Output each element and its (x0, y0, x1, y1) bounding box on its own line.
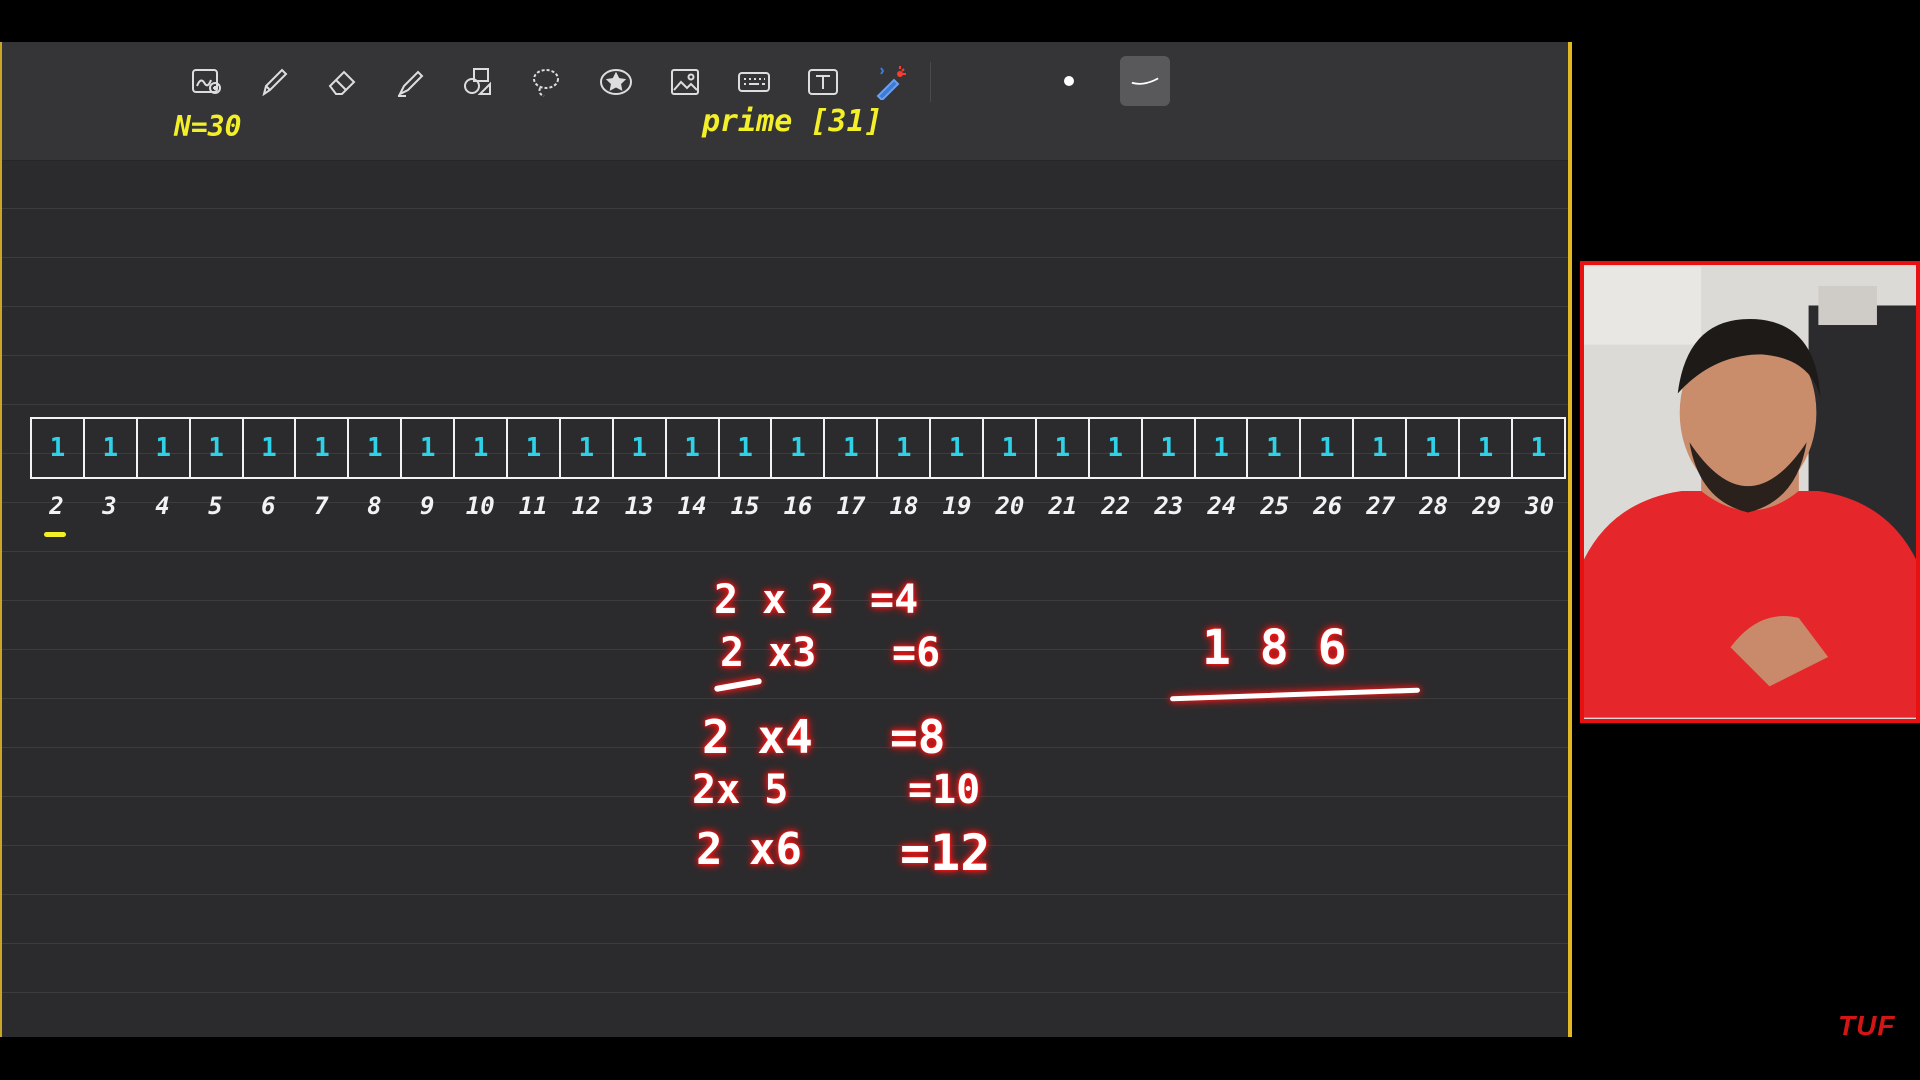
array-index: 10 (465, 492, 495, 520)
multiplication-expr: 2x 5 (692, 767, 789, 813)
array-index: 3 (102, 492, 117, 520)
array-cell: 1 (296, 419, 350, 477)
array-index: 14 (677, 492, 707, 520)
array-index: 18 (889, 492, 919, 520)
array-cell: 1 (1301, 419, 1355, 477)
laser-pointer-icon[interactable] (868, 60, 912, 104)
sieve-array: 1 1 1 1 1 1 1 1 1 1 1 1 1 1 1 1 1 1 1 1 … (30, 417, 1566, 479)
array-cell: 1 (349, 419, 403, 477)
stroke-style-button[interactable] (1120, 56, 1170, 106)
array-cell: 1 (984, 419, 1037, 477)
array-cell: 1 (1196, 419, 1249, 477)
array-index: 16 (783, 492, 813, 520)
channel-watermark: TUF (1838, 1010, 1896, 1041)
array-index: 24 (1207, 492, 1237, 520)
multiplication-expr: 2 x 2 (714, 577, 835, 623)
array-cell: 1 (508, 419, 561, 477)
array-index: 4 (155, 492, 170, 520)
highlighter-icon[interactable] (388, 60, 432, 104)
multiplication-result: =10 (908, 767, 981, 813)
webcam-overlay (1580, 261, 1920, 723)
array-cell: 1 (1354, 419, 1408, 477)
notes-canvas[interactable]: N=30 prime [31] 1 1 1 1 1 1 1 1 1 1 1 1 … (0, 42, 1572, 1037)
array-cell: 1 (402, 419, 456, 477)
toolbar-separator (930, 62, 931, 102)
array-cell: 1 (1037, 419, 1090, 477)
array-index: 5 (208, 492, 223, 520)
multiplication-result: =12 (900, 824, 991, 882)
array-index: 28 (1419, 492, 1449, 520)
text-icon[interactable] (801, 60, 845, 104)
array-cell: 1 (667, 419, 720, 477)
array-cell: 1 (244, 419, 297, 477)
array-cell: 1 (1090, 419, 1143, 477)
array-index: 20 (995, 492, 1025, 520)
array-cell: 1 (1407, 419, 1461, 477)
array-index: 8 (367, 492, 382, 520)
array-cell: 1 (772, 419, 826, 477)
lasso-icon[interactable] (524, 60, 568, 104)
multiplication-result: =8 (890, 710, 946, 764)
array-cell: 1 (32, 419, 85, 477)
drawing-toolbar: N=30 prime [31] (2, 42, 1568, 161)
array-cell: 1 (85, 419, 138, 477)
n-equals-note: N=30 (174, 110, 242, 143)
zoom-write-icon[interactable] (184, 60, 228, 104)
array-index: 6 (261, 492, 276, 520)
eraser-icon[interactable] (320, 60, 364, 104)
multiplication-expr: 2 x3 (720, 630, 817, 676)
array-index: 2 (49, 492, 64, 520)
ruled-lines (2, 160, 1568, 1037)
array-index: 11 (518, 492, 548, 520)
multiplication-result: =6 (892, 630, 941, 676)
array-index: 12 (571, 492, 601, 520)
array-index: 23 (1154, 492, 1184, 520)
stroke-size-dot[interactable] (1064, 76, 1074, 86)
array-cell: 1 (561, 419, 614, 477)
array-indices: 2 3 4 5 6 7 8 9 10 11 12 13 14 15 16 17 … (30, 492, 1566, 520)
array-index: 29 (1472, 492, 1502, 520)
array-index: 13 (624, 492, 654, 520)
image-icon[interactable] (663, 60, 707, 104)
pen-icon[interactable] (252, 60, 296, 104)
array-cell: 1 (138, 419, 191, 477)
array-cell: 1 (191, 419, 244, 477)
keyboard-icon[interactable] (732, 60, 776, 104)
array-cell: 1 (455, 419, 509, 477)
array-index: 30 (1525, 492, 1555, 520)
index-underline-mark (44, 532, 66, 537)
array-index: 9 (420, 492, 435, 520)
array-cell: 1 (1530, 433, 1547, 463)
shapes-icon[interactable] (456, 60, 500, 104)
array-index: 25 (1260, 492, 1290, 520)
array-cell: 1 (931, 419, 985, 477)
array-index: 21 (1048, 492, 1078, 520)
multiplication-expr: 2 x4 (702, 710, 813, 764)
array-index: 17 (836, 492, 866, 520)
presenter-video (1584, 266, 1916, 718)
multiplication-expr: 2 x6 (696, 824, 802, 875)
multiplication-result: =4 (870, 577, 919, 623)
array-cell: 1 (720, 419, 773, 477)
array-cell: 1 (1460, 419, 1513, 477)
array-cell: 1 (825, 419, 879, 477)
array-cell: 1 (614, 419, 667, 477)
sticker-icon[interactable] (594, 60, 638, 104)
array-index: 26 (1313, 492, 1343, 520)
prime-array-note: prime [31] (702, 104, 883, 139)
array-cell: 1 (878, 419, 932, 477)
array-cell: 1 (1248, 419, 1302, 477)
side-note: 1 8 6 (1202, 620, 1347, 676)
array-index: 15 (730, 492, 760, 520)
array-index: 7 (314, 492, 329, 520)
array-index: 22 (1101, 492, 1131, 520)
array-cell: 1 (1143, 419, 1196, 477)
array-index: 19 (942, 492, 972, 520)
array-index: 27 (1366, 492, 1396, 520)
